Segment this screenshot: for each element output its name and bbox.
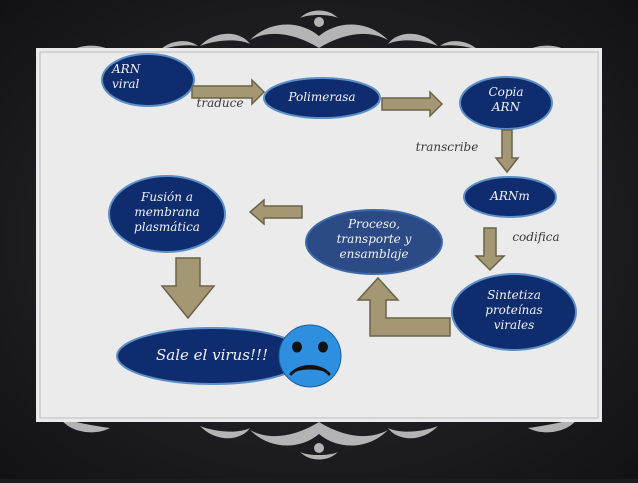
arrow-transcribe <box>494 129 520 174</box>
arrow-traduce <box>191 78 266 106</box>
arrow-to-copia <box>381 90 444 118</box>
node-sintetiza <box>451 273 577 351</box>
node-copia-arn <box>459 76 553 130</box>
node-polimerasa <box>263 77 381 119</box>
panel-border <box>39 51 599 419</box>
arrow-to-proceso <box>356 276 451 337</box>
node-arnm <box>463 176 557 218</box>
arrow-to-sale <box>160 257 216 320</box>
sad-face-icon <box>278 324 342 388</box>
node-arn-viral <box>101 53 195 107</box>
arrow-to-fusion <box>248 198 303 226</box>
ornament-bottom <box>60 418 578 460</box>
node-fusion <box>108 175 226 253</box>
arrow-codifica <box>474 227 506 272</box>
node-proceso <box>305 209 443 275</box>
